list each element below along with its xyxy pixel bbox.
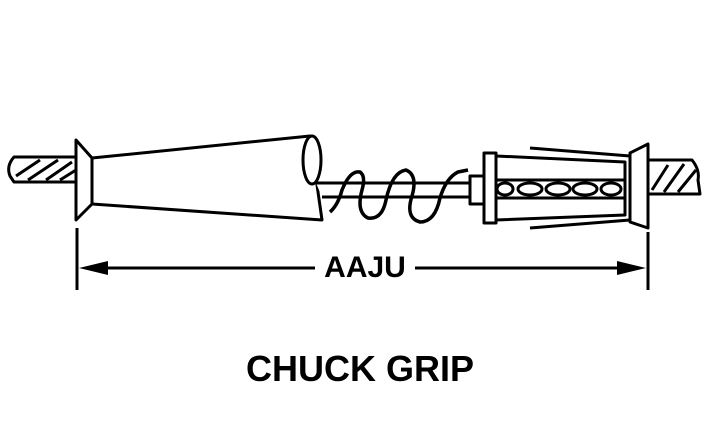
grip-cone xyxy=(90,134,324,222)
drawing-title: CHUCK GRIP xyxy=(245,348,474,389)
collet-body-left xyxy=(482,151,498,225)
left-flange xyxy=(74,138,94,222)
collet-ring xyxy=(468,174,486,206)
helix-spring xyxy=(328,168,469,224)
right-flange xyxy=(628,142,650,230)
tube-end xyxy=(301,134,323,186)
dimension-label: AAJU xyxy=(315,252,415,284)
